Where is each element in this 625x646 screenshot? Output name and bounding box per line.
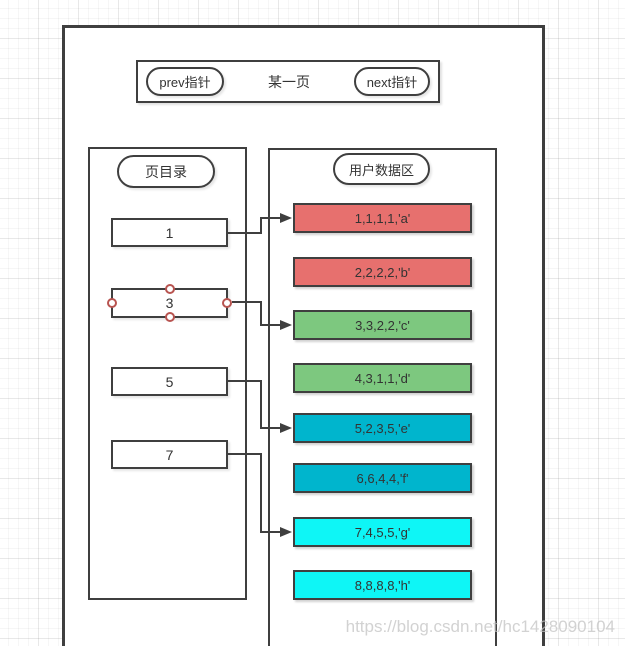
record-label: 6,6,4,4,'f': [356, 470, 409, 486]
directory-entry-1[interactable]: 1: [111, 218, 228, 247]
next-pointer-label: next指针: [366, 75, 418, 90]
user-data-area-title-shape[interactable]: 用户数据区: [333, 153, 430, 185]
watermark-text: https://blog.csdn.net/hc1428090104: [345, 617, 615, 636]
record-row-f[interactable]: 6,6,4,4,'f': [293, 463, 472, 493]
record-label: 2,2,2,2,'b': [354, 264, 411, 280]
page-directory-title-shape[interactable]: 页目录: [117, 155, 215, 188]
record-row-b[interactable]: 2,2,2,2,'b': [293, 257, 472, 287]
page-title: 某一页: [268, 73, 310, 90]
record-row-d[interactable]: 4,3,1,1,'d': [293, 363, 472, 393]
directory-entry-label: 3: [165, 295, 174, 311]
prev-pointer-label: prev指针: [159, 75, 211, 90]
record-row-a[interactable]: 1,1,1,1,'a': [293, 203, 472, 233]
record-row-g[interactable]: 7,4,5,5,'g': [293, 517, 472, 547]
selection-handle-bottom[interactable]: [164, 312, 175, 322]
page-header-box[interactable]: prev指针 某一页 next指针: [136, 60, 440, 103]
directory-entry-3-selected[interactable]: 3: [107, 284, 232, 322]
record-label: 7,4,5,5,'g': [354, 524, 411, 540]
record-row-e[interactable]: 5,2,3,5,'e': [293, 413, 472, 443]
directory-entry-label: 7: [165, 446, 174, 463]
directory-entry-5[interactable]: 5: [111, 367, 228, 396]
record-row-h[interactable]: 8,8,8,8,'h': [293, 570, 472, 600]
record-label: 4,3,1,1,'d': [354, 370, 411, 386]
page-directory-title: 页目录: [145, 163, 187, 180]
prev-pointer-shape[interactable]: prev指针: [146, 67, 224, 96]
directory-entry-7[interactable]: 7: [111, 440, 228, 469]
directory-entry-label: 1: [165, 224, 174, 241]
directory-entry-label: 5: [165, 373, 174, 390]
record-row-c[interactable]: 3,3,2,2,'c': [293, 310, 472, 340]
selection-handle-left[interactable]: [107, 298, 117, 308]
selection-handle-top[interactable]: [164, 284, 175, 294]
record-label: 8,8,8,8,'h': [354, 577, 411, 593]
record-label: 1,1,1,1,'a': [354, 210, 411, 226]
user-data-area-title: 用户数据区: [348, 162, 414, 178]
next-pointer-shape[interactable]: next指针: [354, 67, 430, 96]
record-label: 5,2,3,5,'e': [354, 420, 411, 436]
selection-handle-right[interactable]: [222, 298, 232, 308]
record-label: 3,3,2,2,'c': [355, 317, 410, 333]
